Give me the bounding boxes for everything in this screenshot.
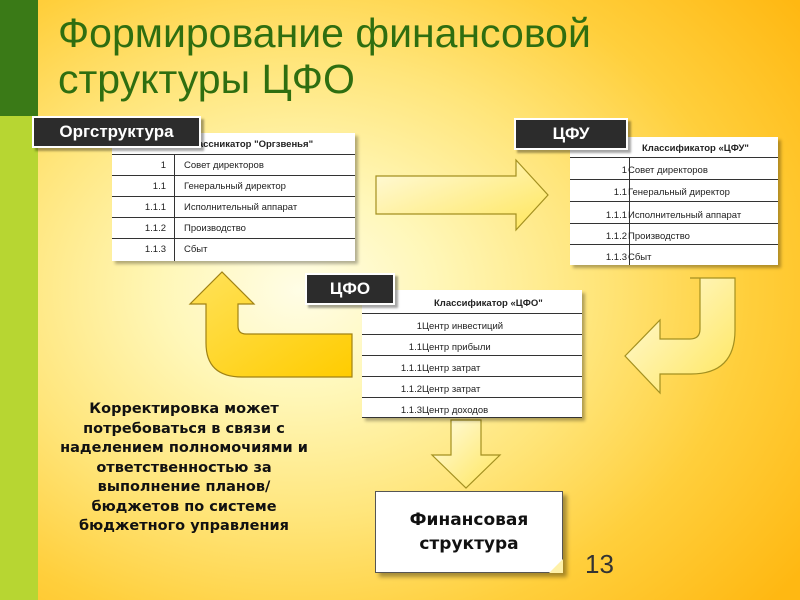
cfu-row-name: Генеральный директор	[628, 187, 730, 198]
org-table-row: 1.1.3 Сбыт	[112, 238, 355, 260]
org-row-name: Генеральный директор	[184, 181, 286, 192]
cfu-row-name: Сбыт	[628, 252, 652, 263]
cfu-table-header: Классификатор «ЦФУ"	[642, 143, 749, 154]
org-table-row: 1.1 Генеральный директор	[112, 175, 355, 197]
cfu-table-row: 1 Совет директоров	[570, 157, 778, 180]
org-row-code: 1.1.1	[144, 202, 166, 213]
arrow-cfu-to-cfo	[624, 277, 736, 395]
cfo-table-row: 1.1.1 Центр затрат	[362, 355, 582, 377]
org-row-name: Сбыт	[184, 244, 208, 255]
cfo-row-name: Центр затрат	[422, 363, 481, 374]
org-row-code: 1.1.3	[144, 244, 166, 255]
cfu-row-code: 1.1.3	[605, 252, 627, 263]
cfu-row-code: 1.1	[613, 187, 627, 198]
arrow-cfo-to-org	[188, 271, 353, 378]
cfo-row-code: 1.1.2	[400, 384, 422, 395]
org-row-name: Совет директоров	[184, 160, 264, 171]
cfo-row-name: Центр прибыли	[422, 342, 491, 353]
cfo-row-code: 1	[416, 321, 422, 332]
cfo-table-row: 1.1.2 Центр затрат	[362, 376, 582, 398]
org-table-row: 1 Совет директоров	[112, 154, 355, 176]
arrow-cfo-to-finance	[430, 419, 502, 489]
org-row-code: 1	[160, 160, 166, 171]
cfu-table-row: 1.1.3 Сбыт	[570, 244, 778, 266]
cfu-label: ЦФУ	[514, 118, 628, 150]
org-table-row: 1.1.2 Производство	[112, 217, 355, 239]
cfu-table-row: 1.1.1 Исполнительный аппарат	[570, 201, 778, 224]
cfu-row-name: Исполнительный аппарат	[628, 210, 742, 221]
org-row-name: Производство	[184, 223, 246, 234]
cfo-table-bottom-line	[362, 417, 582, 418]
slide-title: Формирование финансовой структуры ЦФО	[58, 10, 591, 102]
cfo-table: Классификатор «ЦФО" 1 Центр инвестиций 1…	[362, 290, 582, 418]
cfo-row-code: 1.1	[408, 342, 422, 353]
cfu-table-row: 1.1.2 Производство	[570, 223, 778, 245]
cfo-label: ЦФО	[305, 273, 395, 305]
side-bar-dark	[0, 0, 38, 116]
financial-structure-label: Финансовая структура	[409, 510, 529, 554]
cfu-row-code: 1.1.2	[605, 231, 627, 242]
correction-note: Корректировка может потребоваться в связ…	[60, 401, 308, 534]
financial-structure-card: Финансовая структура	[375, 491, 563, 573]
cfu-row-name: Совет директоров	[628, 165, 708, 176]
cfo-table-row: 1.1 Центр прибыли	[362, 334, 582, 356]
page-number: 13	[585, 549, 614, 579]
page-fold-corner	[549, 559, 563, 573]
org-table: Классникатор "Оргзвенья" 1 Совет директо…	[112, 133, 355, 261]
cfo-row-code: 1.1.1	[400, 363, 422, 374]
cfu-table-row: 1.1 Генеральный директор	[570, 179, 778, 202]
cfo-table-header: Классификатор «ЦФО"	[434, 298, 543, 309]
side-bar-light	[0, 116, 38, 600]
org-row-name: Исполнительный аппарат	[184, 202, 298, 213]
arrow-org-to-cfu	[375, 158, 549, 232]
org-table-header: Классникатор "Оргзвенья"	[186, 139, 314, 150]
org-row-code: 1.1.2	[144, 223, 166, 234]
cfo-row-name: Центр затрат	[422, 384, 481, 395]
org-row-code: 1.1	[152, 181, 166, 192]
org-table-row: 1.1.1 Исполнительный аппарат	[112, 196, 355, 218]
cfo-table-row: 1.1.3 Центр доходов	[362, 397, 582, 419]
cfo-row-name: Центр доходов	[422, 405, 489, 416]
cfu-table-divider	[629, 157, 630, 265]
cfu-row-code: 1.1.1	[605, 210, 627, 221]
cfo-table-row: 1 Центр инвестиций	[362, 313, 582, 335]
cfo-row-code: 1.1.3	[400, 405, 422, 416]
org-label: Оргструктура	[32, 116, 201, 148]
cfu-row-name: Производство	[628, 231, 690, 242]
cfo-row-name: Центр инвестиций	[422, 321, 504, 332]
org-table-divider	[174, 154, 175, 261]
cfu-table: Классификатор «ЦФУ" 1 Совет директоров 1…	[570, 137, 778, 265]
cfu-row-code: 1	[621, 165, 627, 176]
